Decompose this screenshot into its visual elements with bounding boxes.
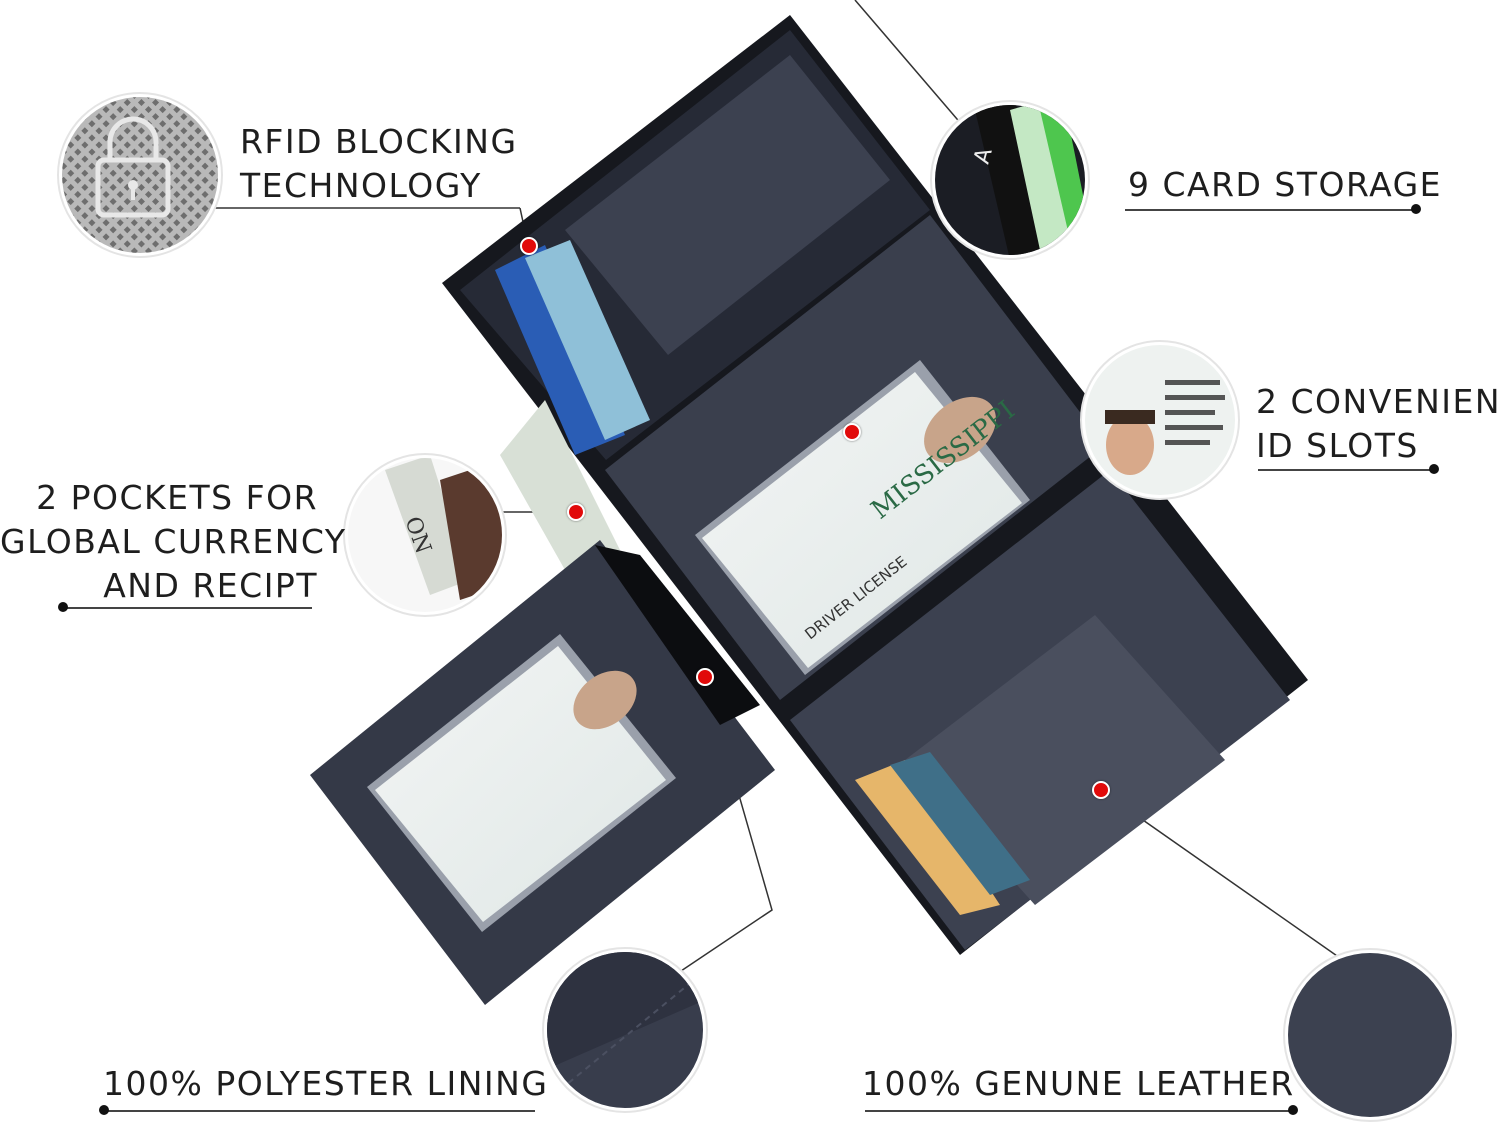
card-gold: [855, 760, 1000, 915]
label-id-slots-line2: ID SLOTS: [1256, 426, 1419, 465]
banknote: [500, 400, 620, 570]
marker-pocket: [567, 503, 585, 521]
id-card-icon: [1080, 340, 1240, 500]
label-pockets-line3: AND RECIPT: [103, 566, 318, 605]
label-cards: 9 CARD STORAGE: [1128, 163, 1442, 207]
label-pockets: 2 POCKETS FOR GLOBAL CURRENCY AND RECIPT: [0, 476, 347, 608]
label-rfid-line2: TECHNOLOGY: [240, 166, 482, 205]
label-rfid: RFID BLOCKING TECHNOLOGY: [240, 120, 518, 208]
rule-pockets: [62, 607, 312, 609]
marker-lining: [696, 668, 714, 686]
dot-leather: [1288, 1105, 1298, 1115]
padlock-icon: [57, 92, 223, 258]
label-id-slots-line1: 2 CONVENIENT: [1256, 382, 1500, 421]
card-slots-icon: A: [930, 100, 1090, 260]
lining-panel-top: [565, 55, 890, 355]
label-leather: 100% GENUNE LEATHER: [862, 1062, 1295, 1106]
leather-swatch-icon: [1283, 948, 1457, 1122]
flap-hinge: [595, 545, 760, 725]
marker-leather: [1092, 781, 1110, 799]
label-rfid-line1: RFID BLOCKING: [240, 122, 518, 161]
label-lining: 100% POLYESTER LINING: [103, 1062, 548, 1106]
label-id-slots: 2 CONVENIENT ID SLOTS: [1256, 380, 1500, 468]
marker-rfid: [520, 237, 538, 255]
label-lining-line1: 100% POLYESTER LINING: [103, 1064, 549, 1103]
label-leather-line1: 100% GENUNE LEATHER: [862, 1064, 1295, 1103]
label-pockets-line2: GLOBAL CURRENCY: [0, 522, 347, 561]
dot-id-slots: [1429, 464, 1439, 474]
rule-id-slots: [1258, 469, 1433, 471]
label-pockets-line1: 2 POCKETS FOR: [36, 478, 318, 517]
lining-fabric-icon: [542, 947, 708, 1113]
dot-cards: [1411, 204, 1421, 214]
card-light: [525, 240, 650, 440]
dot-lining: [99, 1105, 109, 1115]
marker-id-slot: [843, 423, 861, 441]
label-cards-line1: 9 CARD STORAGE: [1128, 165, 1443, 204]
svg-text:A: A: [970, 146, 998, 167]
rule-lining: [103, 1110, 535, 1112]
dot-pockets: [58, 602, 68, 612]
rule-cards: [1125, 209, 1415, 211]
banknote-icon: ON: [343, 453, 507, 617]
rule-leather: [865, 1110, 1293, 1112]
